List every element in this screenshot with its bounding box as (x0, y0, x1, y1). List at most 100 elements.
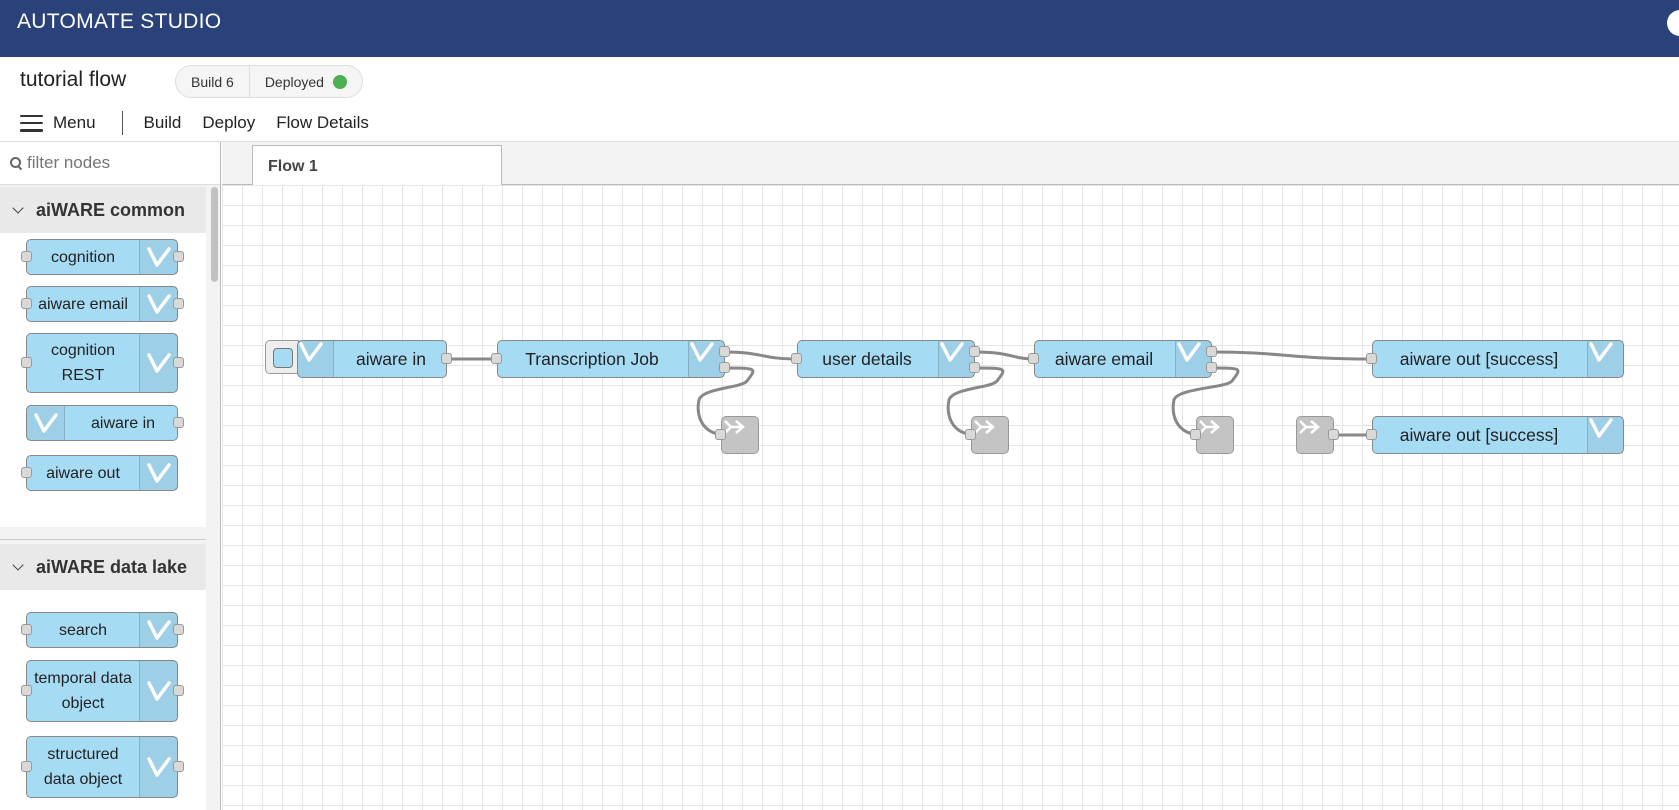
flow-node-aiware-out-success[interactable]: aiware out [success] (1372, 340, 1624, 378)
inject-square-icon (273, 348, 293, 368)
link-arrow-icon (974, 420, 995, 434)
input-port[interactable] (1190, 429, 1201, 440)
palette-node-aiware-email[interactable]: aiware email (26, 286, 178, 322)
palette-node-aiware-out[interactable]: aiware out (26, 455, 178, 491)
port (21, 624, 32, 635)
veritone-icon (139, 661, 177, 721)
node-label: Transcription Job (525, 348, 659, 369)
port (173, 251, 184, 262)
input-port[interactable] (715, 429, 726, 440)
port (21, 298, 32, 309)
header-divider (0, 141, 1679, 142)
veritone-icon (688, 341, 724, 377)
wire (974, 350, 1035, 361)
user-avatar[interactable] (1667, 10, 1679, 36)
build-badge: Build 6 (191, 73, 234, 90)
input-port[interactable] (1366, 429, 1377, 440)
palette-node-aiware-in[interactable]: aiware in (26, 405, 178, 441)
node-label: aiware out (46, 464, 120, 482)
tab-flow-1[interactable]: Flow 1 (252, 145, 502, 186)
node-label: structured data object (43, 746, 123, 788)
flow-toolbar: Menu Build Deploy Flow Details (20, 110, 390, 136)
flow-title: tutorial flow (20, 68, 127, 91)
output-port[interactable] (1206, 362, 1217, 373)
category-aiware-common[interactable]: aiWARE common (0, 187, 206, 233)
veritone-icon (938, 341, 974, 377)
port (21, 467, 32, 478)
category-label: aiWARE data lake (36, 556, 188, 577)
veritone-icon (27, 406, 65, 440)
port (173, 761, 184, 772)
deploy-status-label: Deployed (264, 73, 324, 90)
link-arrow-icon (1299, 420, 1320, 434)
port (173, 624, 184, 635)
chevron-down-icon (12, 559, 24, 571)
port (173, 685, 184, 696)
search-icon (10, 157, 22, 169)
output-port[interactable] (441, 353, 452, 364)
palette-node-cognition-rest[interactable]: cognition REST (26, 333, 178, 393)
category-aiware-data-lake[interactable]: aiWARE data lake (0, 544, 206, 590)
node-palette: aiWARE common cognition aiware email cog… (0, 142, 221, 810)
input-port[interactable] (1366, 353, 1377, 364)
veritone-icon (139, 287, 177, 321)
wire (1171, 366, 1240, 437)
flow-status-badge: Build 6 Deployed (175, 65, 363, 98)
flow-node-user-details[interactable]: user details (797, 340, 975, 378)
tab-deploy[interactable]: Deploy (202, 113, 256, 132)
toolbar-divider (121, 111, 123, 135)
output-port[interactable] (969, 362, 980, 373)
tab-build[interactable]: Build (143, 113, 182, 132)
output-port[interactable] (1206, 346, 1217, 357)
category-label: aiWARE common (36, 199, 186, 220)
palette-node-temporal-data-object[interactable]: temporal data object (26, 660, 178, 722)
deploy-status: Deployed (248, 66, 362, 97)
menu-label: Menu (53, 113, 96, 132)
link-out-node[interactable] (971, 416, 1009, 454)
output-port[interactable] (719, 346, 730, 357)
node-label: aiware out [success] (1399, 424, 1559, 445)
input-port[interactable] (491, 353, 502, 364)
veritone-icon (139, 613, 177, 647)
wire (696, 366, 755, 437)
output-port[interactable] (1328, 429, 1339, 440)
palette-node-cognition[interactable]: cognition (26, 239, 178, 275)
filter-nodes-input[interactable] (27, 153, 217, 173)
link-out-node[interactable] (721, 416, 759, 454)
veritone-icon (139, 334, 177, 392)
port (21, 685, 32, 696)
veritone-icon (1175, 341, 1211, 377)
flow-node-aiware-out-success-2[interactable]: aiware out [success] (1372, 416, 1624, 454)
flow-canvas[interactable]: aiware in Transcription Job user details… (222, 185, 1679, 810)
input-port[interactable] (791, 353, 802, 364)
palette-node-search[interactable]: search (26, 612, 178, 648)
input-port[interactable] (965, 429, 976, 440)
output-port[interactable] (969, 346, 980, 357)
link-in-node[interactable] (1296, 416, 1334, 454)
wire (946, 366, 1005, 437)
node-label: cognition (50, 248, 116, 266)
veritone-icon (139, 240, 177, 274)
chevron-down-icon (12, 202, 24, 214)
inject-button[interactable] (265, 340, 299, 374)
port (21, 761, 32, 772)
port (21, 357, 32, 368)
node-label: aiware email (1054, 348, 1154, 369)
wires (447, 350, 1373, 437)
flow-node-aiware-in[interactable]: aiware in (297, 340, 447, 378)
input-port[interactable] (1028, 353, 1039, 364)
palette-scroll-thumb[interactable] (211, 187, 218, 282)
link-out-node[interactable] (1196, 416, 1234, 454)
veritone-icon (298, 341, 334, 377)
flow-node-transcription-job[interactable]: Transcription Job (497, 340, 725, 378)
link-arrow-icon (1199, 420, 1220, 434)
veritone-icon (139, 456, 177, 490)
tab-flow-details[interactable]: Flow Details (276, 113, 369, 132)
palette-node-structured-data-object[interactable]: structured data object (26, 736, 178, 798)
output-port[interactable] (719, 362, 730, 373)
wire (724, 350, 798, 361)
menu-button[interactable]: Menu (20, 113, 96, 133)
node-label: temporal data object (34, 670, 132, 712)
flow-node-aiware-email[interactable]: aiware email (1034, 340, 1212, 378)
hamburger-icon (20, 114, 43, 132)
